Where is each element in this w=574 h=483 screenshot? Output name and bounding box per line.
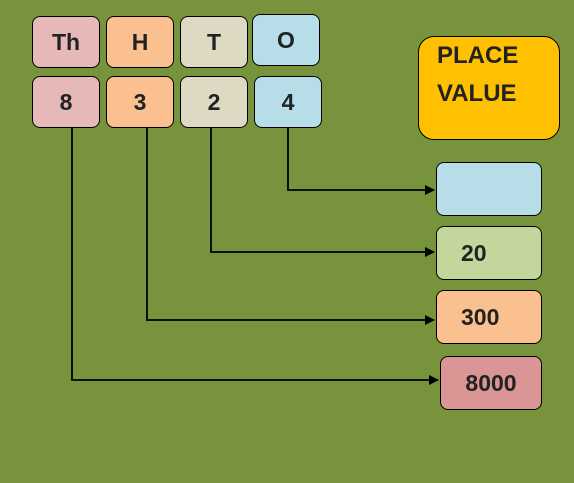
place-value-title-line2: VALUE [437, 80, 517, 107]
result-thousands: 8000 [440, 356, 542, 410]
result-tens: 20 [436, 226, 542, 280]
arrow-thousands [71, 128, 439, 385]
header-hundreds: H [106, 16, 174, 68]
header-tens: T [180, 16, 248, 68]
digit-thousands: 8 [32, 76, 100, 128]
header-thousands: Th [32, 16, 100, 68]
place-value-title: PLACE VALUE [418, 36, 560, 140]
header-ones: O [252, 14, 320, 66]
arrow-ones [287, 128, 435, 195]
digit-tens: 2 [180, 76, 248, 128]
result-ones [436, 162, 542, 216]
place-value-title-line1: PLACE [437, 42, 519, 69]
digit-ones: 4 [254, 76, 322, 128]
arrow-hundreds [146, 128, 435, 325]
arrow-tens [210, 128, 435, 257]
result-hundreds: 300 [436, 290, 542, 344]
digit-hundreds: 3 [106, 76, 174, 128]
